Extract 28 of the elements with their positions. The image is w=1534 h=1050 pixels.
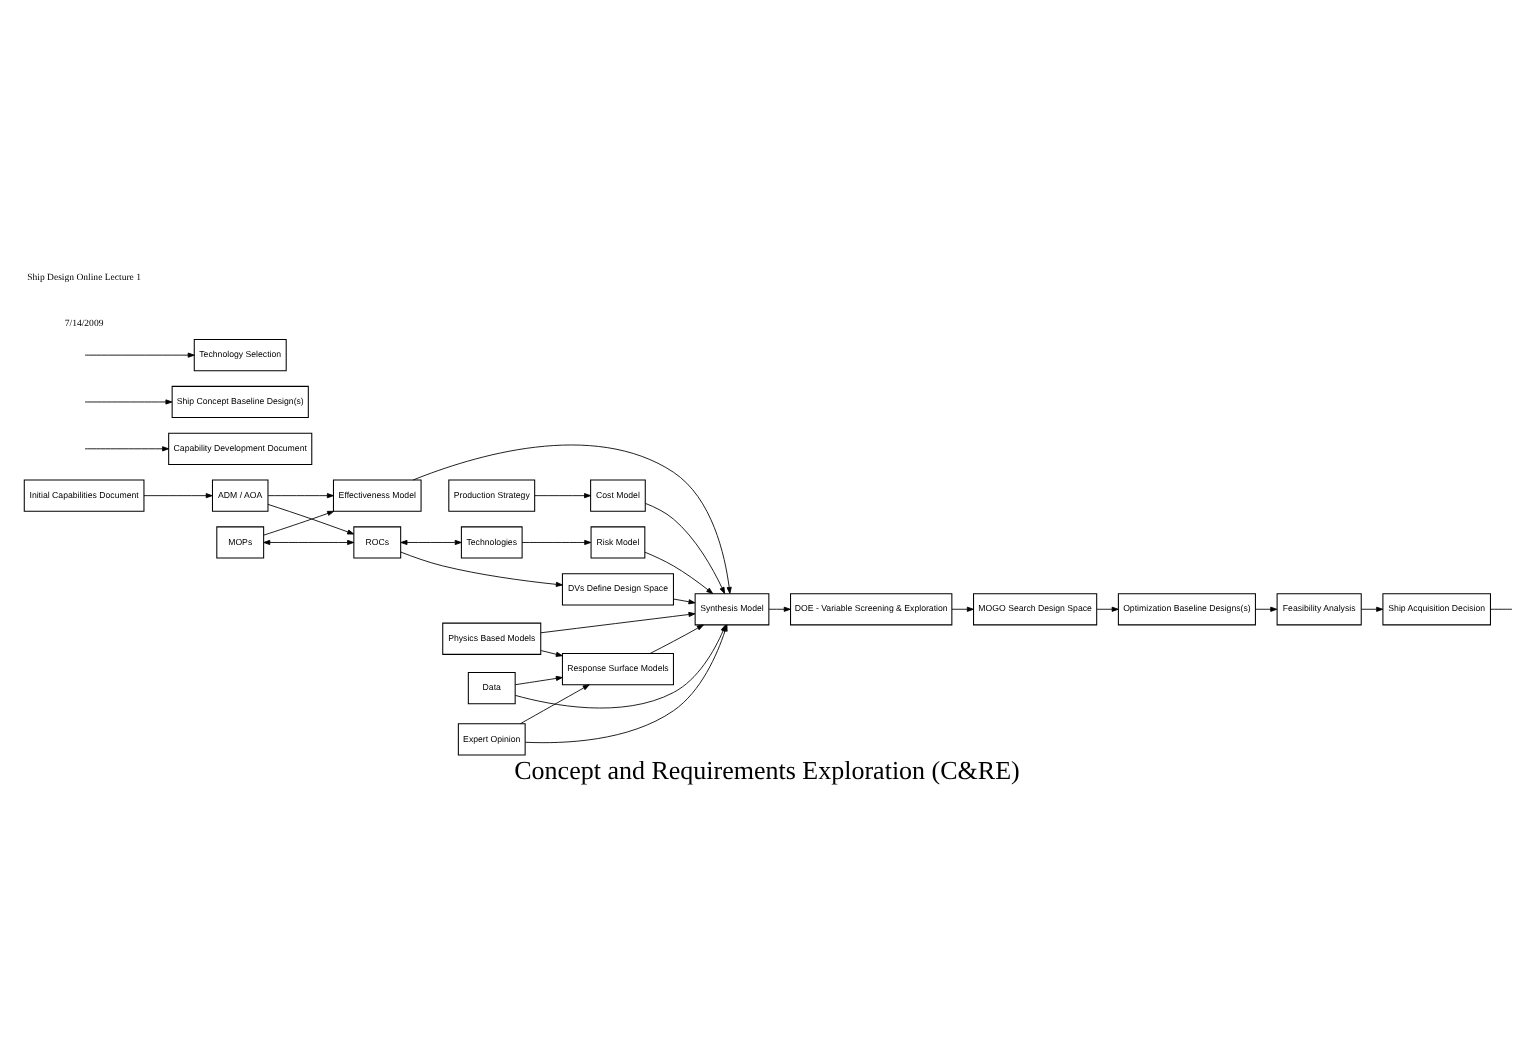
connector [1490, 607, 1513, 609]
arrow [400, 550, 563, 586]
arrow [768, 605, 791, 611]
arrow [400, 538, 462, 545]
arrow [540, 610, 696, 633]
arrow [644, 501, 726, 593]
arrow [84, 445, 170, 451]
arrow [263, 509, 335, 535]
arrow [644, 550, 714, 594]
arrow [534, 492, 591, 498]
arrow [84, 351, 195, 357]
arrow [263, 538, 355, 545]
arrow [951, 605, 974, 611]
arrow [1255, 605, 1278, 611]
arrow [84, 398, 173, 404]
arrow [540, 649, 563, 656]
arrow [1096, 605, 1119, 611]
arrow [143, 492, 213, 498]
arrow [267, 502, 355, 534]
arrow [521, 538, 592, 545]
arrow [1361, 605, 1384, 611]
arrow [412, 443, 732, 593]
arrow [515, 674, 563, 685]
arrow [267, 492, 334, 498]
diagram-title: Concept and Requirements Exploration (C&RE) [514, 754, 1020, 785]
arrow [649, 623, 704, 653]
arrow [673, 597, 696, 604]
arrow [520, 683, 590, 724]
